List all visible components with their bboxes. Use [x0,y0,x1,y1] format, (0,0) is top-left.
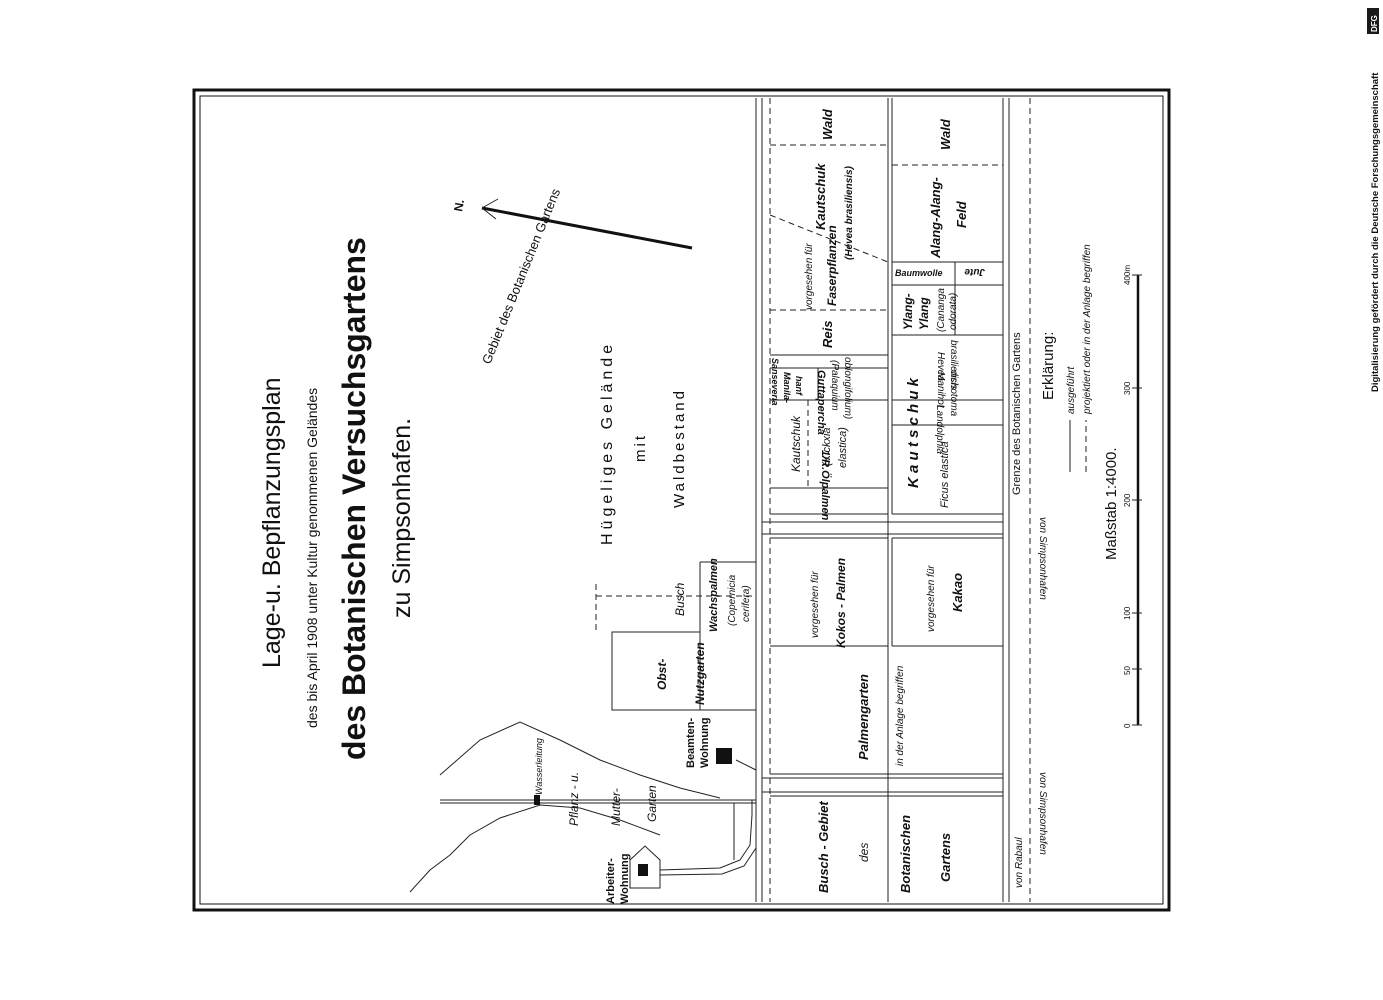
scale-tick-100: 100 [1123,606,1132,620]
label-ylang-2: Ylang [917,297,931,330]
beamten-building [716,748,732,764]
label-wald-1: Wald [820,108,835,140]
label-kakao-1: vorgesehen für [926,565,937,632]
title-line-2: des bis April 1908 unter Kultur genommen… [304,388,320,728]
label-wachspalmen-3: cerifera) [741,585,752,622]
label-kautschuk-big: K a u t s c h u k [905,377,922,488]
label-manila-2: hanf [794,376,804,396]
label-palaquium-1: (Palaquium [829,360,840,411]
label-kickxia-1: (Kickxia [821,427,833,466]
label-ylang-1: Ylang- [901,293,915,330]
boundary-label: Grenze des Botanischen Gartens [1011,332,1023,495]
label-busch-gebiet-3: Botanischen [898,815,913,893]
label-busch-gebiet-1: Busch - Gebiet [816,801,831,893]
title-line-4: zu Simpsonhafen. [388,418,416,618]
north-arrow [481,198,693,250]
label-palmengarten-1: Palmengarten [856,674,871,760]
label-arbeiter-2: Wohnung [619,854,631,905]
plot-outlines-north [769,98,1003,515]
label-ficus: Ficus elastica [939,441,951,508]
arbeiter-building [629,845,661,889]
wasserleitung-marker [534,795,540,805]
plot-outlines-middle [770,537,1003,775]
label-arbeiter-1: Arbeiter- [605,858,617,904]
label-reis: Reis [820,321,835,348]
title-line-3: des Botanischen Versuchsgartens [336,237,372,760]
label-kautschuk-hevea: Kautschuk [813,163,828,230]
main-road-west [755,98,763,902]
label-manihot-1: Manihot [935,372,946,409]
label-wachspalmen-2: (Copernicia [727,574,738,626]
label-palmengarten-2: in der Anlage begriffen [895,665,906,766]
label-ylang-4: odorata) [948,293,959,330]
north-label: N. [451,198,467,212]
label-landolphia: Landolphia [934,405,945,454]
legend-done: ausgeführt [1066,366,1077,414]
road-label-simpsonhafen-1: von Simpsonhafen [1037,517,1048,600]
scale-label: Maßstab 1:4000. [1103,447,1120,560]
credit-text: Digitalisierung gefördert durch die Deut… [1370,72,1381,392]
scale-tick-0: 0 [1123,723,1132,728]
label-beamten-2: Wohnung [699,718,711,769]
legend-title: Erklärung: [1040,332,1057,400]
label-hevea-brasiliensis: (Hevea brasiliensis) [844,165,855,260]
label-guttapercha: Guttapercha [815,370,827,435]
label-jute: Jute [964,266,985,277]
label-palaquium-2: oblongifolium) [842,357,853,419]
label-alang-1: Alang-Alang- [928,177,943,259]
label-pflanz-3: Garten [645,785,659,822]
label-obst-1: Obst- [655,659,669,690]
scale-tick-200: 200 [1123,493,1132,507]
label-kautschuk-kickxia: Kautschuk [789,415,803,472]
garden-area-label: Gebiet des Botanischen Gartens [479,186,563,366]
hilly-line-1: Hügeliges Gelände [599,341,616,545]
label-wald-2: Wald [938,118,953,150]
nursery-outline [409,721,757,893]
label-faser-1: vorgesehen für [804,243,815,310]
label-olpalmen: 1/R.Ölpalmen [819,450,832,521]
label-busch: Busch [673,582,687,616]
label-kickxia-2: elastica) [837,427,849,468]
legend-planned: projektiert oder in der Anlage begriffen [1082,244,1093,415]
label-sanseveria: Sanseveria [770,358,780,406]
label-kakao-2: Kakao [950,573,965,612]
label-busch-gebiet-4: Gartens [938,833,953,882]
title-line-1: Lage-u. Bepflanzungsplan [258,377,286,668]
label-pflanz-2: Mutter- [609,788,623,826]
label-manila-1: Manila- [782,372,792,403]
label-busch-gebiet-2: des [857,843,871,862]
label-kokos-2: Kokos - Palmen [834,558,848,648]
scale-tick-400: 400m [1123,265,1132,285]
road-label-rabaul: von Rabaul [1014,837,1025,888]
scale-tick-50: 50 [1123,666,1132,675]
label-ylang-3: (Cananga [936,288,947,332]
map-frame-outer [192,88,1171,912]
label-alang-2: Feld [954,200,969,228]
map-frame-inner [199,95,1164,905]
label-pflanz-1: Pflanz - u. [567,772,581,826]
dfg-logo: DFG [1370,15,1379,32]
label-hevea-2: brasiliensis [948,340,959,389]
hilly-line-3: Waldbestand [671,388,688,508]
label-baumwolle: Baumwolle [895,268,943,278]
label-wachspalmen-1: Wachspalmen [708,558,720,632]
scale-tick-300: 300 [1123,381,1132,395]
label-obst-2: Nutzgarten [693,642,707,705]
label-wasserleitung: Wasserleitung [534,738,544,795]
dfg-logo-box [1367,8,1379,34]
label-faser-2: Faserpflanzen [825,225,839,306]
scale-bar [1132,274,1142,726]
label-hevea-1: Hevea [935,352,946,381]
label-manihot-2: dichotoma [948,370,959,417]
road-simpsonhafen-2 [762,777,1003,793]
plot-outlines-west [595,561,756,711]
main-road-east [1002,98,1010,902]
road-simpsonhafen-1 [762,521,1003,535]
label-beamten-1: Beamten- [685,718,697,768]
label-kokos-1: vorgesehen für [810,571,821,638]
road-label-simpsonhafen-2: von Simpsonhafen [1037,772,1048,855]
hilly-line-2: mit [632,433,649,462]
